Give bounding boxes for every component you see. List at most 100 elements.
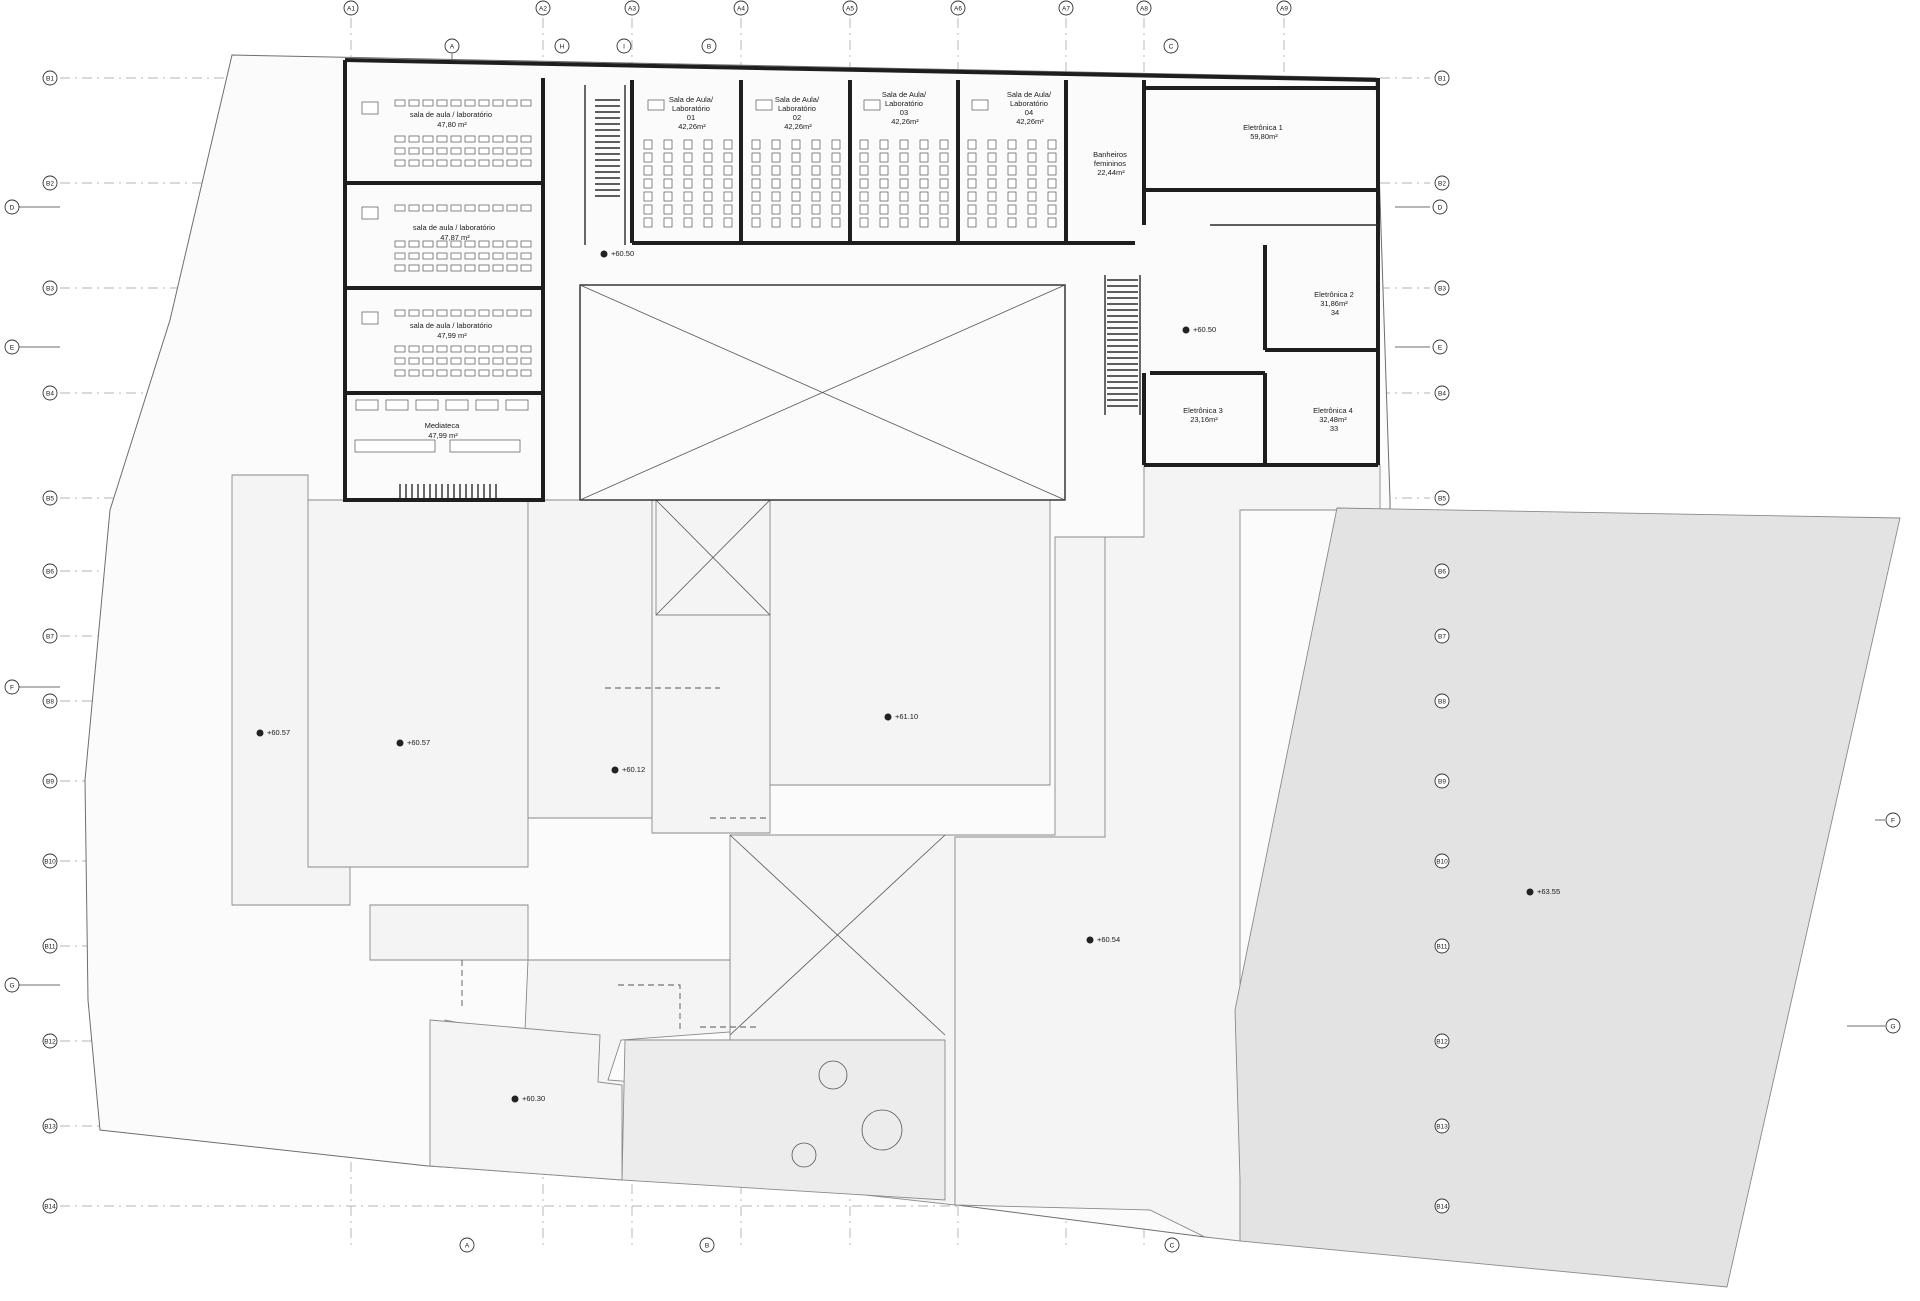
- desk: [450, 240, 462, 248]
- desk: [478, 204, 490, 212]
- desk: [683, 165, 693, 176]
- svg-text:B3: B3: [46, 286, 54, 293]
- roof-planes: [84, 54, 1901, 1288]
- desk: [899, 165, 909, 176]
- desk: [436, 99, 448, 107]
- svg-text:B1: B1: [46, 76, 54, 83]
- section-marker-a-top: A: [444, 38, 460, 60]
- desk: [859, 178, 869, 189]
- desk: [394, 369, 406, 377]
- desk: [967, 191, 977, 202]
- desk: [663, 217, 673, 228]
- room-label-eletronica-1: Eletrônica 1 59,80m²: [1243, 123, 1285, 141]
- desk: [811, 152, 821, 163]
- axis-bubble-left: B4: [42, 385, 58, 401]
- room-label-eletronica-4: Eletrônica 4 32,48m² 33: [1313, 406, 1355, 433]
- axis-bubble-left: B7: [42, 628, 58, 644]
- desk: [450, 309, 462, 317]
- desk: [791, 165, 801, 176]
- desk: [394, 240, 406, 248]
- desk: [408, 357, 420, 365]
- desk: [520, 309, 532, 317]
- desk: [1027, 139, 1037, 150]
- desk: [811, 165, 821, 176]
- desk: [422, 357, 434, 365]
- axis-bubble-left: B12: [42, 1033, 58, 1049]
- desk: [450, 252, 462, 260]
- desk: [831, 165, 841, 176]
- axis-bubbles-right: B1 B2 B3 B4 B5 B6 B7 B8 B9 B10 B11 B12 B…: [1434, 70, 1450, 1214]
- axis-bubble-top: A3: [624, 0, 640, 16]
- desk: [1007, 139, 1017, 150]
- room-label-eletronica-3: Eletrônica 3 23,16m²: [1183, 406, 1225, 424]
- desk: [967, 178, 977, 189]
- desk: [422, 159, 434, 167]
- desk: [811, 204, 821, 215]
- svg-text:D: D: [1438, 205, 1443, 212]
- room-label-sala-aula-lab-2: sala de aula / laboratório 47,87 m²: [413, 223, 497, 242]
- svg-text:F: F: [1891, 818, 1895, 825]
- desk: [899, 178, 909, 189]
- desk: [478, 252, 490, 260]
- desk: [919, 139, 929, 150]
- desk: [520, 135, 532, 143]
- desk: [919, 191, 929, 202]
- svg-text:B4: B4: [46, 391, 54, 398]
- desk: [967, 152, 977, 163]
- desk: [899, 217, 909, 228]
- desk: [723, 178, 733, 189]
- desk: [771, 217, 781, 228]
- desk: [1007, 204, 1017, 215]
- svg-text:A8: A8: [1140, 6, 1148, 13]
- desk: [791, 217, 801, 228]
- svg-text:+60.54: +60.54: [1097, 935, 1120, 944]
- desk: [987, 165, 997, 176]
- desk: [436, 369, 448, 377]
- desk: [751, 178, 761, 189]
- desk: [385, 399, 409, 411]
- desk: [879, 139, 889, 150]
- axis-bubble-left: B5: [42, 490, 58, 506]
- svg-text:+63.55: +63.55: [1537, 887, 1560, 896]
- desk: [505, 399, 529, 411]
- level-marker: +60.54: [1086, 935, 1120, 944]
- desk: [1047, 191, 1057, 202]
- axis-bubble-top: A7: [1058, 0, 1074, 16]
- section-marker-i: I: [616, 38, 632, 54]
- svg-text:B8: B8: [1438, 699, 1446, 706]
- desk: [643, 152, 653, 163]
- section-marker-d-left: D: [4, 199, 60, 215]
- desk: [394, 135, 406, 143]
- axis-bubble-right: B8: [1434, 693, 1450, 709]
- level-marker: +60.50: [600, 249, 634, 258]
- desk: [755, 99, 773, 111]
- desk: [703, 204, 713, 215]
- svg-text:B13: B13: [44, 1124, 56, 1131]
- desk: [506, 264, 518, 272]
- desk: [445, 399, 469, 411]
- svg-text:B9: B9: [46, 779, 54, 786]
- desk: [436, 147, 448, 155]
- desk: [492, 135, 504, 143]
- desk: [879, 165, 889, 176]
- desk: [520, 99, 532, 107]
- svg-text:+61.10: +61.10: [895, 712, 918, 721]
- desk: [464, 369, 476, 377]
- desk: [899, 152, 909, 163]
- desk: [478, 240, 490, 248]
- svg-text:A6: A6: [954, 6, 962, 13]
- section-marker-a-bottom: A: [459, 1237, 475, 1253]
- svg-text:E: E: [1438, 345, 1443, 352]
- section-marker-c-top: C: [1163, 38, 1179, 54]
- svg-text:A4: A4: [737, 6, 745, 13]
- axis-bubble-right: B6: [1434, 563, 1450, 579]
- desk: [450, 135, 462, 143]
- desk: [520, 252, 532, 260]
- desk: [863, 99, 881, 111]
- svg-text:D: D: [10, 205, 15, 212]
- stair-treads: [399, 99, 1138, 498]
- desk: [492, 357, 504, 365]
- desk: [464, 345, 476, 353]
- desk: [939, 139, 949, 150]
- desk: [987, 217, 997, 228]
